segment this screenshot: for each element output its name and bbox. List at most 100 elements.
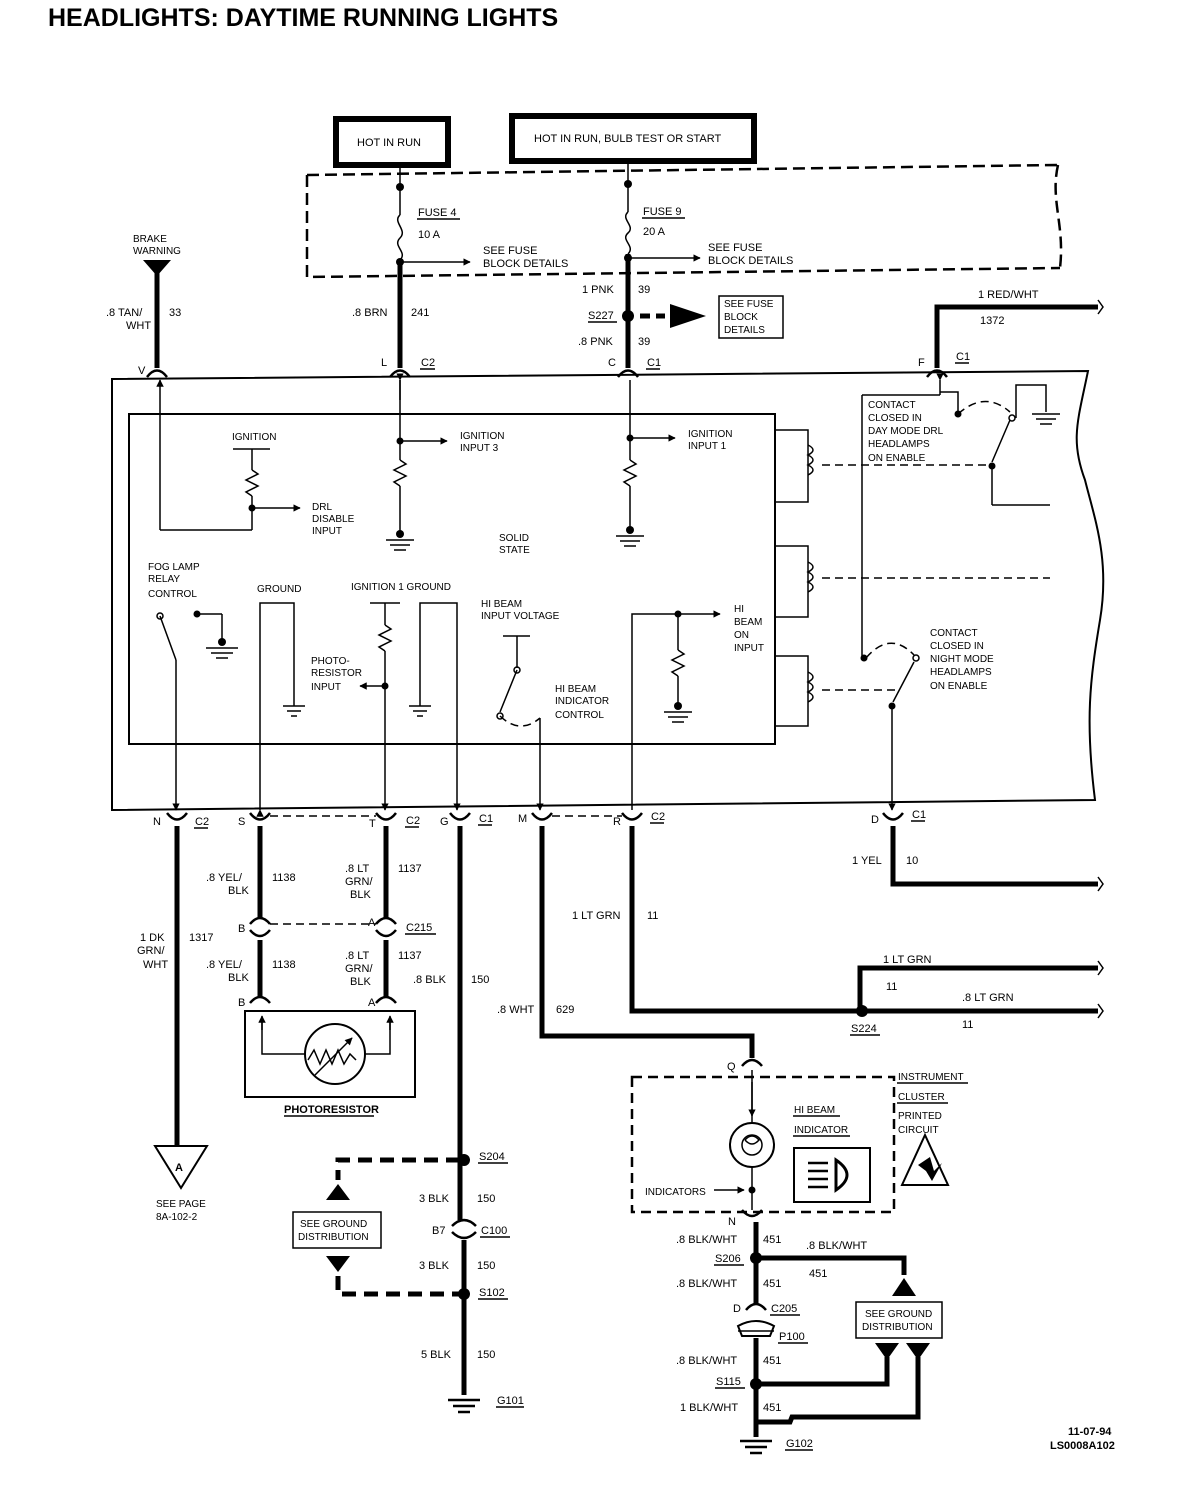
see-fuse-1a: SEE FUSE [483, 245, 537, 257]
contact-night-4: HEADLAMPS [930, 667, 992, 678]
wire-150d-number: 150 [477, 1349, 495, 1361]
wire-451-circuit [736, 1209, 921, 1455]
drl-module-outline [111, 369, 1105, 812]
wire-11c-number: 11 [962, 1019, 973, 1031]
wire-11c-color: .8 LT GRN [962, 992, 1014, 1004]
solid-state-label-2: STATE [499, 545, 530, 556]
wire-150-number: 150 [471, 974, 489, 986]
headlamp-high-beam-icon [793, 1147, 871, 1203]
wire-451e-color: 1 BLK/WHT [680, 1402, 738, 1414]
contact-night-1: CONTACT [930, 628, 978, 639]
wire-1372 [934, 299, 1104, 368]
splice-s115: S115 [716, 1376, 741, 1388]
wire-33-color: .8 TAN/ [106, 307, 143, 319]
fuse-4-amp: 10 A [418, 229, 441, 241]
connector-c1-d: C1 [912, 809, 926, 821]
wire-1372-color: 1 RED/WHT [978, 289, 1039, 301]
wire-451a-number: 451 [763, 1234, 781, 1246]
pin-b-photo: B [238, 997, 245, 1009]
day-mode-contact [861, 373, 1060, 656]
wire-629 [539, 826, 763, 1067]
ground-wire-150 [448, 826, 480, 1414]
svg-text:DETAILS: DETAILS [724, 325, 765, 336]
wire-1137b-color-c: BLK [350, 976, 371, 988]
splice-s102: S102 [479, 1287, 505, 1299]
see-ground-distribution-2b: DISTRIBUTION [862, 1322, 933, 1333]
see-page-1: SEE PAGE [156, 1199, 206, 1210]
contact-night-5: ON ENABLE [930, 681, 988, 692]
wire-10 [890, 826, 1104, 892]
hi-beam-on-input-circuit [631, 610, 721, 810]
wire-10-number: 10 [906, 855, 918, 867]
photoresistor-label: PHOTORESISTOR [284, 1104, 379, 1116]
pin-t: T [369, 818, 376, 830]
svg-text:BLOCK: BLOCK [724, 312, 758, 323]
splice-s227: S227 [588, 310, 614, 322]
photoresistor-input-2: RESISTOR [311, 668, 362, 679]
wire-1317-color-a: 1 DK [140, 932, 165, 944]
instrument-cluster-2: CLUSTER [898, 1092, 945, 1103]
wire-1138b-color-a: .8 YEL/ [206, 959, 243, 971]
relay-coils [775, 429, 1050, 727]
wire-1317-number: 1317 [189, 932, 213, 944]
wire-1317 [153, 826, 209, 1190]
svg-text:BRAKE: BRAKE [133, 234, 167, 245]
wire-33-color-b: WHT [126, 320, 151, 332]
wire-451d-number: 451 [763, 1355, 781, 1367]
connector-c2-top: C2 [421, 357, 435, 369]
splice-s224: S224 [851, 1023, 877, 1035]
connector-p100: P100 [779, 1331, 805, 1343]
wire-1137b-number: 1137 [398, 950, 422, 962]
drl-disable-circuit [156, 379, 301, 531]
ignition-label: IGNITION [232, 432, 276, 443]
wire-150c-number: 150 [477, 1260, 495, 1272]
wire-451c-color: .8 BLK/WHT [676, 1278, 737, 1290]
wire-11-number: 11 [647, 910, 658, 922]
hi-beam-indicator-label-2: INDICATOR [794, 1125, 848, 1136]
wire-1138-color-a: .8 YEL/ [206, 872, 243, 884]
brake-warning: BRAKE WARNING [133, 234, 181, 368]
photoresistor-component [244, 1010, 416, 1098]
pin-n: N [153, 816, 161, 828]
wire-150d-color: 5 BLK [421, 1349, 452, 1361]
wire-1137-color-b: GRN/ [345, 876, 373, 888]
pin-b-c215: B [238, 923, 245, 935]
wire-1138b-color-b: BLK [228, 972, 249, 984]
drl-label-3: INPUT [312, 526, 342, 537]
wire-33-number: 33 [169, 307, 181, 319]
ignition-input-3-a: IGNITION [460, 431, 504, 442]
wire-629-number: 629 [556, 1004, 574, 1016]
wire-1137-number: 1137 [398, 863, 422, 875]
ground-loop-s [256, 602, 305, 817]
fog-lamp-label-2: RELAY [148, 574, 180, 585]
contact-night-2: CLOSED IN [930, 641, 984, 652]
wire-1372-number: 1372 [980, 315, 1004, 327]
wire-1138-color-b: BLK [228, 885, 249, 897]
diagram-date: 11-07-94 [1068, 1426, 1112, 1438]
ignition-input-1-circuit [616, 380, 676, 547]
pin-d: D [871, 814, 879, 826]
wire-11b-number: 11 [886, 981, 897, 993]
pin-d-cluster: D [733, 1303, 741, 1315]
wire-241-color: .8 BRN [352, 307, 388, 319]
wire-1138b-number: 1138 [272, 959, 296, 971]
ignition-input-3-b: INPUT 3 [460, 443, 499, 454]
diagram-code: LS0008A102 [1050, 1440, 1115, 1452]
pin-s: S [238, 816, 245, 828]
contact-day-4: HEADLAMPS [868, 439, 930, 450]
pin-f: F [918, 357, 925, 369]
see-ground-distribution-left [292, 1157, 460, 1297]
contact-day-2: CLOSED IN [868, 413, 922, 424]
page-title: HEADLIGHTS: DAYTIME RUNNING LIGHTS [48, 4, 558, 32]
hi-beam-on-4: INPUT [734, 643, 764, 654]
fog-lamp-label-3: CONTROL [148, 589, 197, 600]
contact-day-5: ON ENABLE [868, 453, 926, 464]
pin-v: V [138, 365, 146, 377]
svg-text:HOT IN RUN: HOT IN RUN [357, 137, 421, 149]
wire-39-color: 1 PNK [582, 284, 614, 296]
instrument-cluster-3: PRINTED [898, 1111, 942, 1122]
wire-39b-color: .8 PNK [578, 336, 614, 348]
fuse-4-circuit [396, 165, 471, 368]
hi-beam-indicator-label-1: HI BEAM [794, 1105, 835, 1116]
